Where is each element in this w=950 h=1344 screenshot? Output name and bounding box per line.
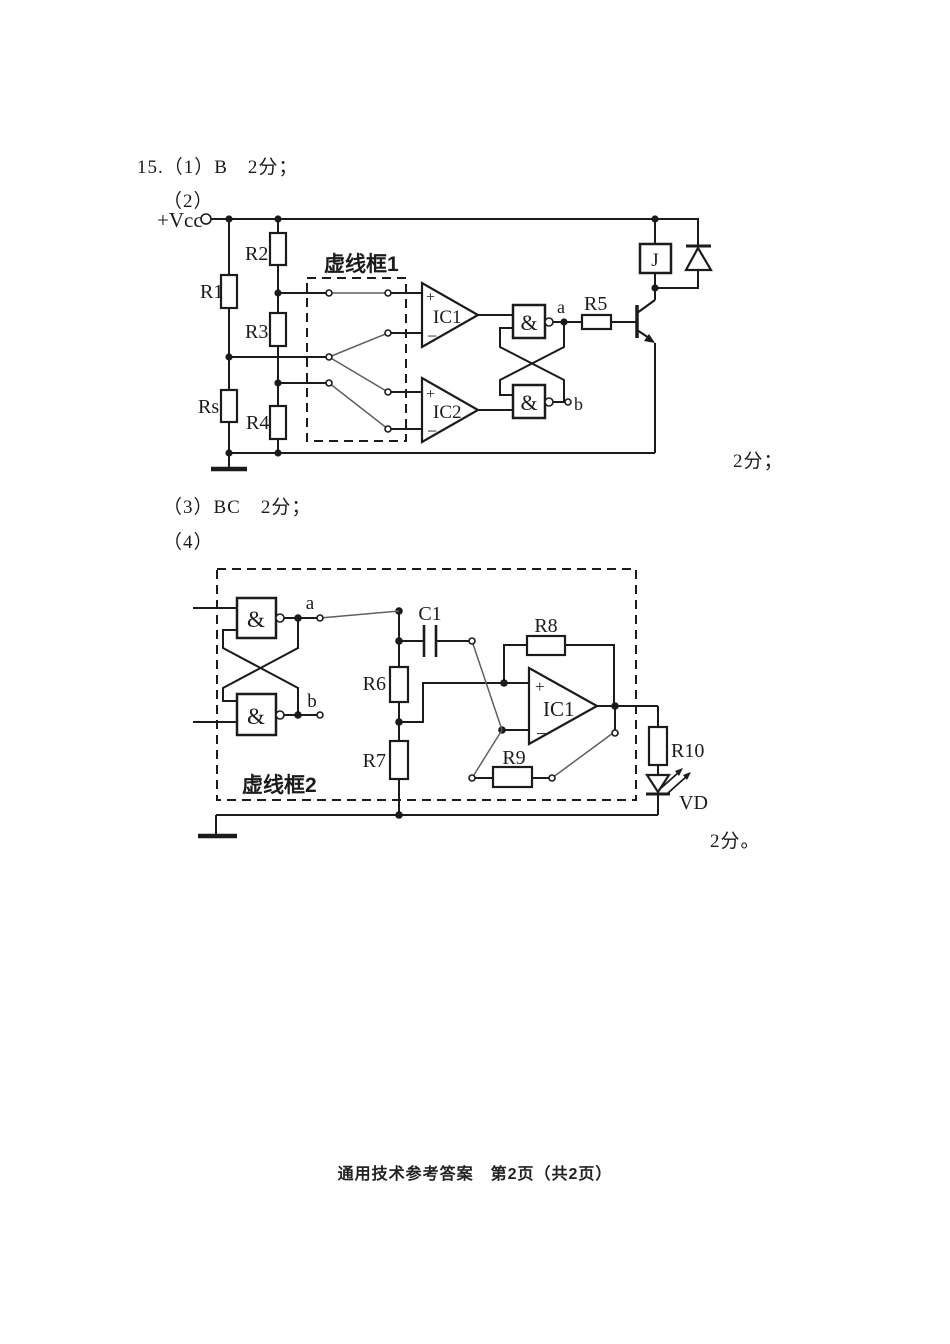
c1-ic2-label: IC2 [433,402,462,423]
c1-answer-connections [328,292,389,430]
answer-line-q15-1: 15.（1）B 2分； [137,157,299,178]
c2-answer-terminals [316,614,619,782]
capacitor-c1-symbol [422,625,438,657]
transistor-symbol [635,299,656,343]
resistor-rs-symbol [219,388,239,424]
relay-j-symbol [638,242,673,275]
c1-node-b-label: b [574,394,583,414]
c2-r8-label: R8 [534,615,557,637]
resistor-r10-symbol [647,725,669,767]
c2-r9-label: R9 [502,747,525,769]
resistor-r8-symbol [525,634,567,657]
c1-nand-top-symbol [511,303,547,340]
c1-r2-label: R2 [245,243,268,265]
c2-c1-label: C1 [418,603,441,625]
c2-nand-bottom-bubble [275,710,285,720]
answer-item-2: （2） [163,191,214,212]
c2-ic1-plus: + [535,677,545,696]
c1-answer-terminals [325,289,392,433]
diode-symbol [684,244,713,272]
c1-nand-top-amp: & [520,310,537,335]
c2-vd-label: VD [679,792,708,814]
c1-dashed-box-label: 虚线框1 [324,252,399,276]
c1-r1-label: R1 [200,281,223,303]
c1-ic1-plus: + [426,289,435,306]
c2-latch-coupling [222,618,299,715]
c1-nand-bottom-bubble [544,397,554,407]
c1-r4-label: R4 [246,412,269,434]
c2-nand-bottom-symbol [235,692,278,737]
resistor-r3-symbol [268,311,288,348]
resistor-r6-symbol [388,665,410,704]
resistor-r1-symbol [219,273,239,310]
c1-vcc-label: +Vcc [157,208,203,232]
c1-latch-coupling [499,322,565,402]
c2-nand-bottom-amp: & [247,704,265,729]
c1-ic2-plus: + [426,386,435,403]
relay-j-label: J [651,250,658,271]
c2-answer-connections [319,610,614,779]
c2-nand-top-bubble [275,613,285,623]
resistor-r4-symbol [268,404,288,441]
circuit1-schematic: +Vcc R1 R2 R3 Rs R4 R5 虚线框1 IC1 IC2 + − … [157,208,713,472]
opamp-ic1-symbol [527,666,600,746]
c1-ic1-label: IC1 [433,307,462,328]
resistor-r5-symbol [580,313,613,331]
c2-dashed-box-label: 虚线框2 [242,773,317,797]
c2-ic1-minus: − [536,724,547,745]
c1-r5-label: R5 [584,293,607,315]
c2-r6-label: R6 [363,673,386,695]
answer-line-q15-3: （3）BC 2分； [163,497,312,518]
c1-nand-bottom-symbol [511,383,547,420]
resistor-r7-symbol [388,739,410,781]
led-vd-symbol [644,768,691,796]
c2-r10-label: R10 [671,740,704,762]
c1-r3-label: R3 [245,321,268,343]
circuit2-schematic: & & a b C1 R6 R7 R8 R9 R10 IC1 + − VD 虚线… [193,568,708,839]
score-item-4: 2分。 [710,831,761,852]
c2-ic1-label: IC1 [543,697,575,721]
answer-item-4: （4） [163,532,214,553]
comparator-ic2-symbol [420,376,481,444]
c1-rs-label: Rs [198,396,219,418]
c2-node-b-label: b [307,691,317,712]
c1-nand-bottom-amp: & [520,390,537,415]
c1-ic1-minus: − [427,326,437,346]
c1-node-a-label: a [557,297,565,317]
c1-dashed-box [306,277,407,442]
c1-node-b-terminal [564,398,572,406]
score-item-2: 2分； [733,451,784,472]
c2-node-a-label: a [306,593,315,614]
resistor-r2-symbol [268,231,288,267]
c1-ic2-minus: − [427,421,437,441]
c2-nand-top-amp: & [247,607,265,632]
resistor-r9-symbol [491,765,534,789]
c1-junction-dots [225,215,659,457]
comparator-ic1-symbol [420,281,481,349]
page-footer: 通用技术参考答案 第2页（共2页） [337,1166,613,1183]
c2-dashed-box [216,568,637,801]
c1-vcc-terminal [200,213,212,225]
c1-nand-top-bubble [544,317,554,327]
c2-r7-label: R7 [363,750,386,772]
c2-nand-top-symbol [235,596,278,640]
